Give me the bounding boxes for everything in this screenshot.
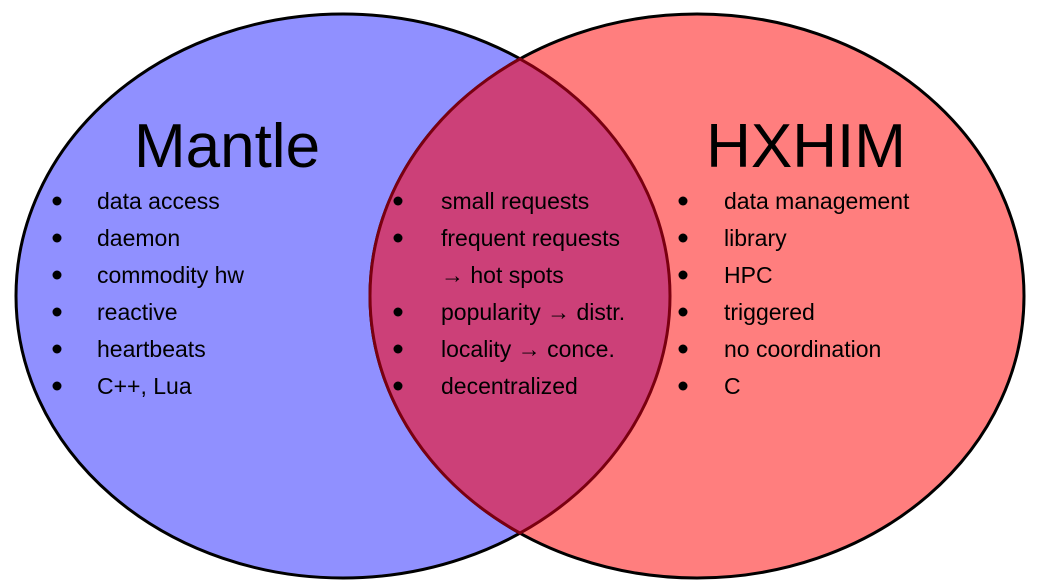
- intersection-item: → hot spots: [441, 262, 564, 288]
- right-set-item: data management: [724, 188, 910, 214]
- left-set-item: reactive: [97, 299, 178, 325]
- right-set-item: no coordination: [724, 336, 881, 362]
- intersection-bullet: [393, 344, 403, 354]
- right-set-bullet: [678, 270, 688, 280]
- intersection-list: small requests frequent requests → hot spo…: [393, 188, 625, 399]
- right-set-item: triggered: [724, 299, 815, 325]
- overlap-region: [370, 14, 670, 578]
- left-set-bullet: [52, 307, 62, 317]
- left-set-item: data access: [97, 188, 220, 214]
- left-set-item: daemon: [97, 225, 180, 251]
- intersection-item: frequent requests: [441, 225, 620, 251]
- left-set-bullet: [52, 233, 62, 243]
- intersection-bullet: [393, 196, 403, 206]
- left-set-item: C++, Lua: [97, 373, 192, 399]
- right-set-title: HXHIM: [706, 112, 906, 181]
- right-set-item: library: [724, 225, 787, 251]
- left-set-list: data access daemon commodity hw reactive hea…: [52, 188, 244, 399]
- right-set-item: C: [724, 373, 741, 399]
- right-set-bullet: [678, 307, 688, 317]
- intersection-item: decentralized: [441, 373, 578, 399]
- intersection-bullet: [393, 233, 403, 243]
- left-set-bullet: [52, 270, 62, 280]
- right-set-bullet: [678, 344, 688, 354]
- intersection-bullet: [393, 307, 403, 317]
- right-set-bullet: [678, 233, 688, 243]
- left-set-item: commodity hw: [97, 262, 244, 288]
- left-set-title: Mantle: [134, 112, 320, 181]
- left-set-bullet: [52, 196, 62, 206]
- right-set-bullet: [678, 196, 688, 206]
- intersection-bullet: [393, 381, 403, 391]
- intersection-item: popularity → distr.: [441, 299, 625, 325]
- right-set-item: HPC: [724, 262, 773, 288]
- right-set-bullet: [678, 381, 688, 391]
- left-set-item: heartbeats: [97, 336, 206, 362]
- intersection-item: locality → conce.: [441, 336, 615, 362]
- intersection-item: small requests: [441, 188, 589, 214]
- left-set-bullet: [52, 381, 62, 391]
- left-set-bullet: [52, 344, 62, 354]
- overlap-outline: [368, 57, 672, 535]
